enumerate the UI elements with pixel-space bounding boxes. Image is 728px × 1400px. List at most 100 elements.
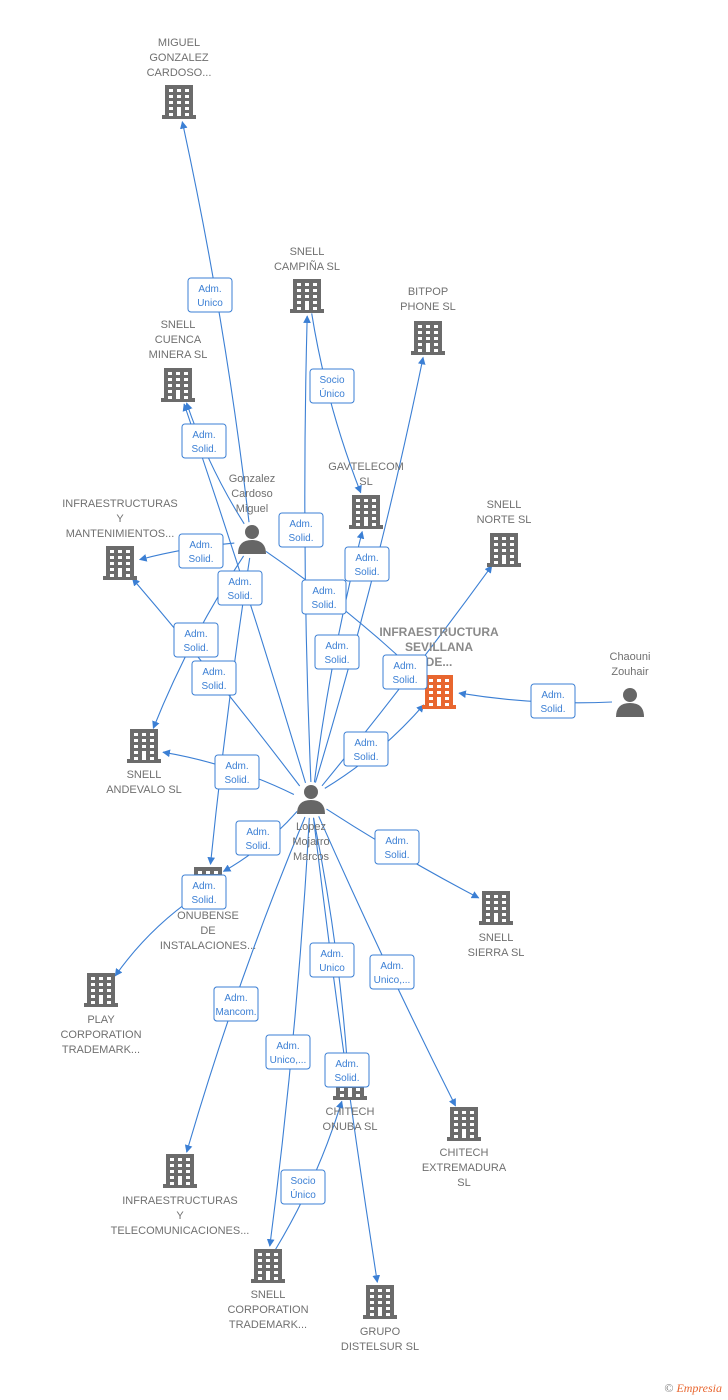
node-label-line: INSTALACIONES...: [160, 940, 256, 952]
relation-edge-lopez-chitech_onuba: [312, 817, 351, 1064]
relation-label[interactable]: Adm.Solid.: [181, 874, 227, 910]
node-label-line: Miguel: [236, 503, 268, 515]
relation-label[interactable]: Adm.Solid.: [173, 622, 219, 658]
node-infra-mant[interactable]: INFRAESTRUCTURASYMANTENIMIENTOS...: [62, 498, 178, 580]
relation-label-box: [178, 533, 224, 569]
relation-label[interactable]: Adm.Unico,...: [369, 954, 415, 990]
relation-label-text: Único: [290, 1188, 316, 1201]
node-label-line: GAVTELECOM: [328, 461, 404, 473]
relation-label[interactable]: Adm. Solid.: [181, 423, 227, 459]
node-snell-corp[interactable]: SNELLCORPORATIONTRADEMARK...: [227, 1249, 309, 1331]
relation-label-box: [344, 546, 390, 582]
relation-label-text: Adm.: [202, 667, 225, 678]
node-label-line: MINERA SL: [149, 349, 208, 361]
relation-label-box: [369, 954, 415, 990]
relation-label-text: Solid.: [311, 600, 336, 611]
building-icon: [447, 1107, 481, 1141]
relation-label-box: [217, 570, 263, 606]
relation-label[interactable]: Adm.Mancom.: [213, 986, 259, 1022]
node-label-line: Marcos: [293, 851, 330, 863]
relation-label[interactable]: Adm.Solid.: [178, 533, 224, 569]
relation-label[interactable]: Adm.Solid.: [214, 754, 260, 790]
relation-label-box: [382, 654, 428, 690]
relation-label-text: Adm.: [192, 881, 215, 892]
relation-label[interactable]: Adm.Solid.: [278, 512, 324, 548]
relation-label[interactable]: Adm.Unico: [187, 277, 233, 313]
relation-label-text: Adm.: [335, 1059, 358, 1070]
relation-label[interactable]: Adm.Solid.: [301, 579, 347, 615]
relation-label-text: Unico: [319, 963, 345, 974]
relation-label-box: [235, 820, 281, 856]
relation-edge-lopez-infra_tel: [184, 816, 306, 1153]
brand-logo[interactable]: Empresia: [676, 1381, 722, 1395]
node-label-line: INFRAESTRUCTURA: [379, 625, 499, 639]
relation-label[interactable]: Adm.Solid.: [191, 660, 237, 696]
node-infra-sev[interactable]: INFRAESTRUCTURASEVILLANADE...: [379, 625, 499, 709]
node-label-line: Mojarro: [292, 836, 329, 848]
relation-label[interactable]: Adm.Solid.: [217, 570, 263, 606]
relation-label-text: Solid.: [191, 444, 216, 455]
node-bitpop[interactable]: BITPOP PHONE SL: [400, 286, 456, 355]
node-infra-tel[interactable]: INFRAESTRUCTURASYTELECOMUNICACIONES...: [111, 1154, 250, 1237]
building-icon: [411, 321, 445, 355]
node-label-line: PHONE SL: [400, 301, 456, 313]
building-icon: [84, 973, 118, 1007]
relation-label[interactable]: Adm.Solid.: [235, 820, 281, 856]
relation-label[interactable]: Adm.Solid.: [530, 683, 576, 719]
relation-label[interactable]: Adm.Solid.: [314, 634, 360, 670]
relation-label-box: [173, 622, 219, 658]
relation-label-text: Adm.: [289, 519, 312, 530]
relation-label[interactable]: Adm.Solid.: [343, 731, 389, 767]
relation-label-text: Solid.: [188, 554, 213, 565]
building-icon: [349, 495, 383, 529]
relation-label-box: [324, 1052, 370, 1088]
relation-label[interactable]: Adm.Solid.: [382, 654, 428, 690]
relation-label-text: Adm.: [320, 949, 343, 960]
node-label-line: GRUPO: [360, 1326, 401, 1338]
relation-label-box: [280, 1169, 326, 1205]
relation-label-text: Adm.: [192, 430, 215, 441]
relation-label[interactable]: Adm.Solid.: [344, 546, 390, 582]
relation-label[interactable]: Adm. Solid.: [324, 1052, 370, 1088]
node-miguel-co[interactable]: MIGUELGONZALEZCARDOSO...: [147, 37, 212, 119]
relation-label-text: Solid.: [183, 643, 208, 654]
relation-label-box: [213, 986, 259, 1022]
relation-label-box: [181, 423, 227, 459]
relation-label-text: Solid.: [354, 567, 379, 578]
relation-label[interactable]: Adm.Unico,...: [265, 1034, 311, 1070]
relation-label-text: Adm.: [325, 641, 348, 652]
relation-label-text: Unico,...: [374, 975, 411, 986]
relation-label-box: [314, 634, 360, 670]
node-label-line: MANTENIMIENTOS...: [66, 528, 175, 540]
node-label-line: INFRAESTRUCTURAS: [122, 1195, 238, 1207]
node-label-line: MIGUEL: [158, 37, 200, 49]
building-icon: [251, 1249, 285, 1283]
relation-label-text: Solid.: [540, 704, 565, 715]
relation-label-text: Solid.: [245, 841, 270, 852]
relation-label-text: Solid.: [334, 1073, 359, 1084]
node-label-line: DE...: [426, 655, 453, 669]
node-play[interactable]: PLAYCORPORATIONTRADEMARK...: [60, 973, 142, 1056]
node-label-line: SNELL: [161, 319, 196, 331]
node-label-line: BITPOP: [408, 286, 448, 298]
relation-label-box: [301, 579, 347, 615]
relation-label[interactable]: Adm.Solid.: [374, 829, 420, 865]
relation-edge-snell_campina-gavtelecom: [311, 313, 362, 494]
relation-label-text: Socio: [290, 1176, 315, 1187]
relation-label[interactable]: Adm. Unico: [309, 942, 355, 978]
copyright-icon: ©: [664, 1381, 674, 1395]
